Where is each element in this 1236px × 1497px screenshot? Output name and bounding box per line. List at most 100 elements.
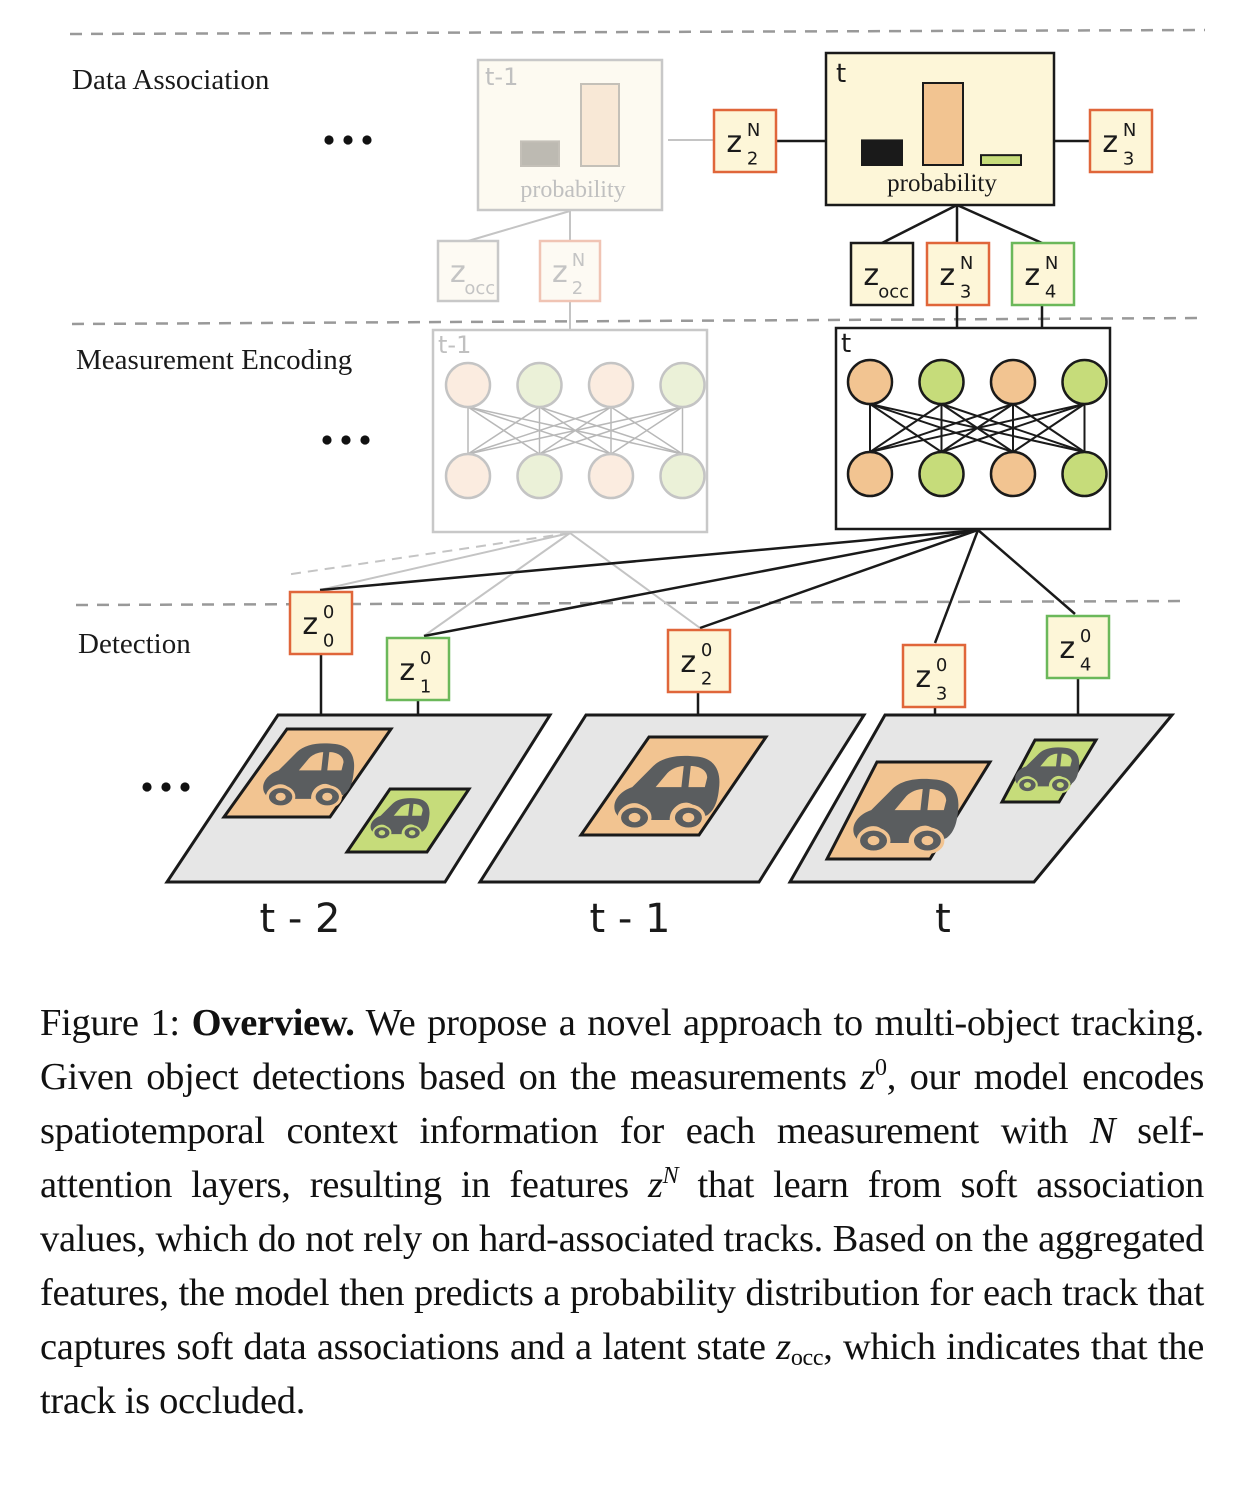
encoder-node xyxy=(587,452,635,500)
attention-link xyxy=(467,406,612,455)
encoder-node xyxy=(587,361,635,409)
caption-text: We propose a novel approach to multi-obj… xyxy=(40,1002,1205,1098)
symbol-superscript: 0 xyxy=(701,640,712,661)
attention-link xyxy=(539,406,683,455)
section-divider xyxy=(71,316,1201,326)
figure-caption: Figure 1: Overview. We propose a novel a… xyxy=(40,996,1204,1428)
frame-plane xyxy=(164,713,553,884)
association-output-box-faded: zocc xyxy=(436,239,500,303)
math-sup: 0 xyxy=(874,1055,887,1081)
symbol-superscript: N xyxy=(747,120,760,141)
box-outline xyxy=(712,108,778,174)
symbol-base: z xyxy=(726,125,742,160)
symbol-superscript: N xyxy=(1123,120,1136,141)
faded-connections xyxy=(284,139,714,637)
attention-link xyxy=(1012,403,1086,453)
frame-time-label: t - 2 xyxy=(260,896,341,942)
probability-chart-current xyxy=(861,82,1022,167)
symbol-base: z xyxy=(1102,125,1118,160)
box-outline xyxy=(538,239,602,303)
encoder-node xyxy=(846,450,894,498)
box-outline xyxy=(288,590,354,656)
box-outline xyxy=(901,643,967,709)
frames: t - 2 t - 1 t xyxy=(164,713,1176,942)
symbol-base: z xyxy=(302,607,318,642)
attention-link xyxy=(869,403,1014,453)
attention-link xyxy=(467,406,540,455)
caption-text: that learn from soft association values,… xyxy=(40,1164,1204,1368)
probability-bar xyxy=(922,82,964,166)
encoder-node xyxy=(444,361,492,409)
math-sub: occ xyxy=(790,1345,824,1371)
encoder-node xyxy=(516,361,563,409)
section-divider xyxy=(75,599,1187,607)
symbol-base: z xyxy=(450,255,466,290)
section-divider xyxy=(69,28,1206,36)
caption-text: self-attention layers, resulting in feat… xyxy=(40,1110,1205,1206)
symbol-superscript: 0 xyxy=(1080,626,1091,647)
probability-bar xyxy=(861,139,903,166)
symbol-subscript: 3 xyxy=(960,282,971,303)
caption-title: Overview. xyxy=(191,1002,355,1044)
attention-links xyxy=(467,406,684,455)
encoder-node xyxy=(918,450,965,498)
box-outline xyxy=(666,628,732,694)
encoder-box-prev: t-1 xyxy=(431,328,709,534)
frame-1: t - 1 xyxy=(477,713,867,942)
symbol-subscript: occ xyxy=(878,282,909,303)
symbol-superscript: N xyxy=(1045,253,1058,274)
box-outline xyxy=(849,241,915,307)
math-z: z xyxy=(647,1164,663,1206)
box-outline xyxy=(436,239,500,303)
symbol-superscript: 0 xyxy=(420,648,431,669)
time-label: t-1 xyxy=(438,331,471,359)
attention-link xyxy=(610,406,683,455)
frame-time-label: t - 1 xyxy=(590,896,671,942)
symbol-subscript: 2 xyxy=(701,669,712,690)
box-outline xyxy=(1045,614,1111,680)
ellipsis-icon xyxy=(322,435,370,445)
attention-links xyxy=(869,403,1086,453)
probability-label: probability xyxy=(520,177,625,203)
symbol-superscript: N xyxy=(960,253,973,274)
attention-link xyxy=(467,406,683,455)
symbol-subscript: 1 xyxy=(420,677,431,698)
caption-text: , which indicates that the track is occl… xyxy=(40,1326,1204,1422)
encoder-node xyxy=(444,452,492,500)
encoder-node xyxy=(989,358,1037,406)
math-z: z xyxy=(776,1326,791,1368)
box-outline xyxy=(385,636,451,702)
symbol-base: z xyxy=(915,660,931,695)
probability-chart-prev xyxy=(520,83,620,167)
frame-time-label: t xyxy=(935,896,951,942)
association-box-prev: t-1 probability xyxy=(476,58,664,212)
symbol-subscript: 4 xyxy=(1080,655,1091,676)
symbol-base: z xyxy=(1024,258,1040,293)
symbol-superscript: 0 xyxy=(936,655,947,676)
encoder-node xyxy=(516,452,563,500)
symbol-base: z xyxy=(863,258,879,293)
attention-network-prev xyxy=(444,361,706,500)
box-outline xyxy=(1010,241,1076,307)
math-sup: N xyxy=(662,1163,679,1189)
attention-link xyxy=(941,403,1085,453)
box-outline xyxy=(1088,108,1154,174)
ellipsis-icon xyxy=(142,782,190,792)
symbol-base: z xyxy=(939,258,955,293)
section-label-measurement-encoding: Measurement Encoding xyxy=(76,344,352,376)
symbol-base: z xyxy=(552,255,568,290)
encoder-node xyxy=(659,361,706,409)
frame-2: t xyxy=(787,713,1176,942)
probability-label: probability xyxy=(887,170,997,197)
probability-bar xyxy=(980,154,1022,167)
encoder-node xyxy=(989,450,1037,498)
attention-link xyxy=(869,403,943,453)
